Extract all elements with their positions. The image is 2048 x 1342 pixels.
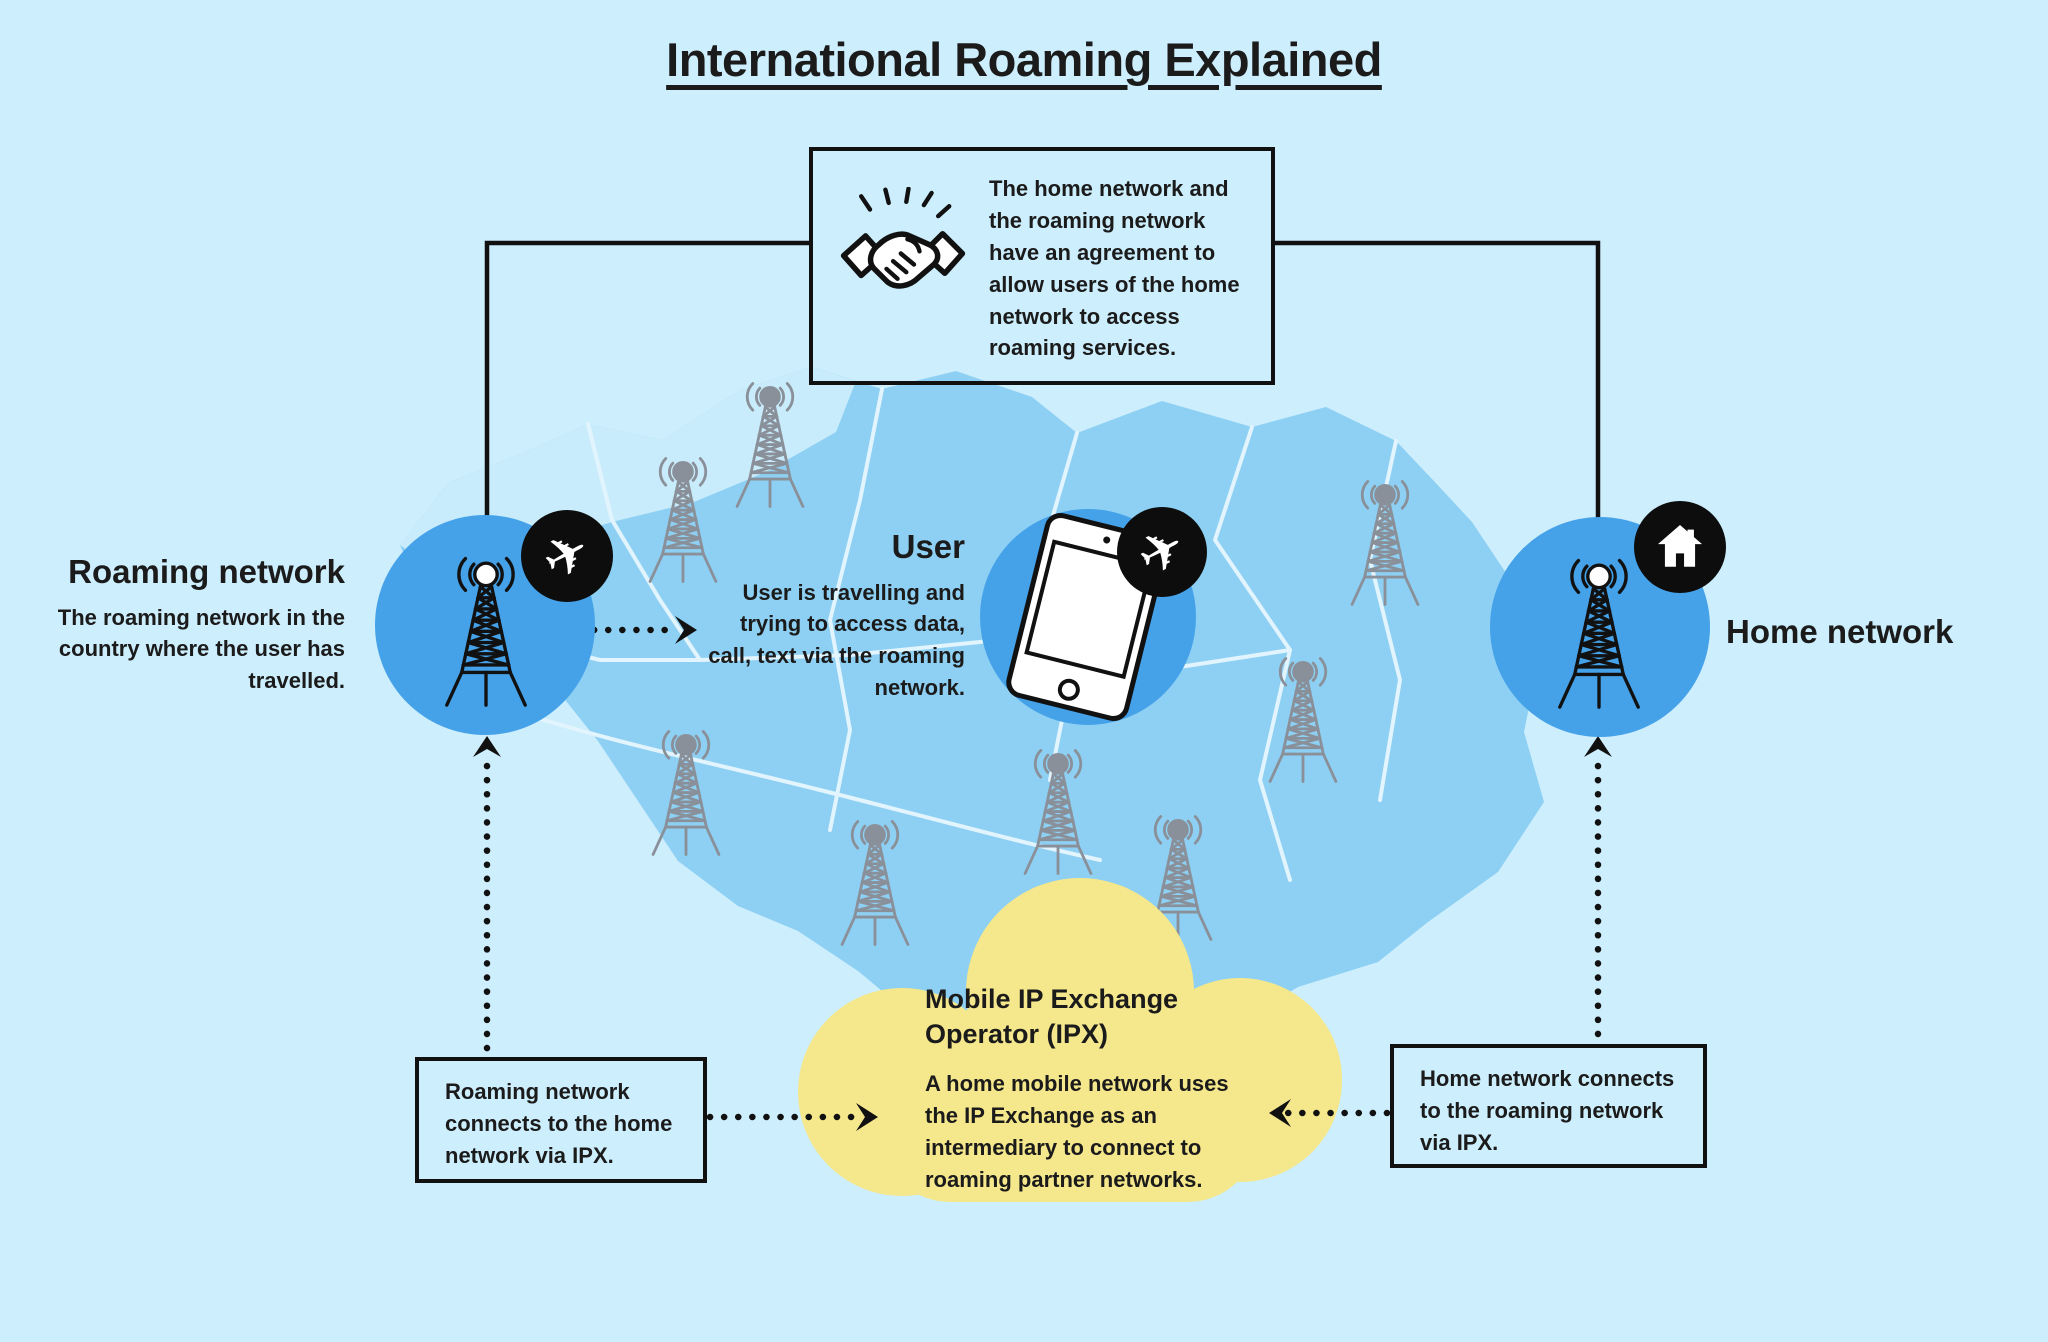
roaming-ipx-box: Roaming network connects to the home net… [415, 1057, 707, 1183]
home-icon [1657, 524, 1703, 567]
ipx-title: Mobile IP Exchange Operator (IPX) [925, 984, 1179, 1050]
home-ipx-text: Home network connects to the roaming net… [1420, 1066, 1675, 1155]
cell-tower-icon [1543, 543, 1655, 720]
airplane-icon: ✈ [1127, 513, 1197, 590]
user-description: User is travelling and trying to access … [708, 579, 965, 701]
roaming-network-label: Roaming network The roaming network in t… [55, 552, 345, 697]
handshake-icon [840, 187, 966, 289]
airplane-icon: ✈ [532, 517, 602, 594]
roaming-ipx-text: Roaming network connects to the home net… [445, 1079, 673, 1168]
ipx-description: A home mobile network uses the IP Exchan… [925, 1071, 1229, 1192]
roaming-network-description: The roaming network in the country where… [57, 604, 345, 694]
user-label: User User is travelling and trying to ac… [703, 527, 965, 704]
user-title: User [891, 528, 965, 565]
agreement-box: The home network and the roaming network… [809, 147, 1275, 385]
agreement-text: The home network and the roaming network… [989, 176, 1240, 361]
airplane-badge: ✈ [521, 510, 613, 602]
airplane-badge: ✈ [1117, 507, 1207, 597]
home-network-title: Home network [1726, 613, 1954, 650]
home-ipx-box: Home network connects to the roaming net… [1390, 1044, 1707, 1168]
roaming-network-title: Roaming network [68, 553, 345, 590]
page-title: International Roaming Explained [666, 33, 1382, 86]
home-badge [1634, 501, 1726, 593]
